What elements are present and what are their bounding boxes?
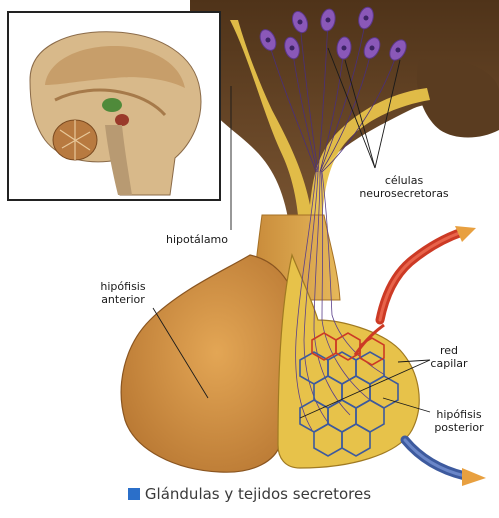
brain-inset bbox=[8, 12, 220, 200]
label-anterior-1: hipófisis bbox=[100, 280, 145, 293]
caption-text: Glándulas y tejidos secretores bbox=[145, 485, 371, 503]
label-posterior-2: posterior bbox=[434, 421, 484, 434]
caption-square-icon bbox=[128, 488, 140, 500]
label-anterior-2: anterior bbox=[101, 293, 145, 306]
label-neurosecretory-2: neurosecretoras bbox=[359, 187, 449, 200]
caption: Glándulas y tejidos secretores bbox=[0, 485, 499, 503]
artery bbox=[355, 226, 476, 355]
label-hypothalamus: hipotálamo bbox=[166, 233, 228, 246]
label-posterior-1: hipófisis bbox=[436, 408, 481, 421]
label-capillary-2: capilar bbox=[430, 357, 468, 370]
posterior-pituitary bbox=[278, 255, 419, 468]
label-neurosecretory-1: células bbox=[385, 174, 424, 187]
label-capillary-1: red bbox=[440, 344, 458, 357]
vein bbox=[405, 440, 486, 486]
anterior-pituitary bbox=[121, 255, 295, 472]
